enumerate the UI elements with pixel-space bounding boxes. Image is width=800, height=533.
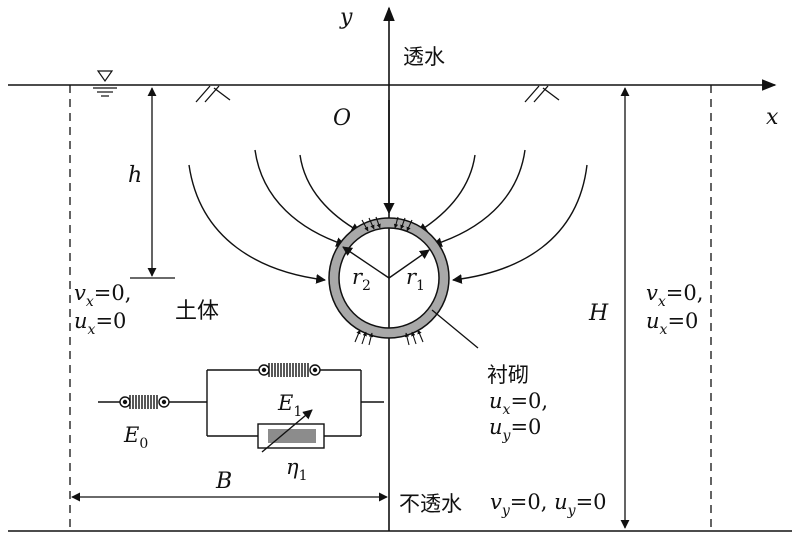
water-table-icon	[93, 70, 117, 97]
h-label: h	[128, 163, 142, 188]
E1-label: E1	[277, 391, 302, 420]
right-bc-line2: ux=0	[646, 309, 698, 338]
bottom-impermeable-label: 不透水	[399, 492, 462, 516]
right-bc-line1: vx=0,	[646, 281, 703, 310]
radius-r2	[342, 246, 390, 279]
radius-r1	[388, 249, 430, 279]
lining-inner-edge	[338, 227, 440, 329]
bottom-bc: vy=0, uy=0	[490, 490, 607, 519]
rheological-model	[98, 363, 384, 453]
lining-bc-line2: uy=0	[489, 415, 541, 444]
lining-inflow-arrows	[354, 216, 424, 346]
lining-outer-edge	[328, 217, 450, 339]
dashpot-eta1	[257, 409, 325, 453]
H-label: H	[588, 301, 609, 326]
origin-label: O	[333, 106, 351, 131]
B-label: B	[215, 469, 232, 494]
top-permeable-label: 透水	[403, 45, 445, 69]
soil-label: 土体	[175, 299, 219, 324]
spring-E1	[258, 363, 321, 377]
spring-E0	[119, 395, 170, 409]
x-axis-label: x	[766, 105, 779, 130]
y-axis-label: y	[339, 5, 353, 30]
r2-label: r2	[352, 265, 371, 294]
ground-hatch-left	[195, 85, 231, 103]
eta1-label: η1	[286, 455, 308, 484]
left-bc-line2: ux=0	[74, 309, 126, 338]
lining-bc-line1: ux=0,	[489, 389, 548, 418]
seepage-flow-lines	[188, 149, 588, 284]
left-bc-line1: vx=0,	[74, 281, 131, 310]
ground-hatch-right	[524, 85, 560, 103]
lining-leader	[431, 309, 479, 349]
E0-label: E0	[123, 423, 148, 452]
tunnel-lining	[329, 218, 449, 338]
r1-label: r1	[406, 265, 425, 294]
lining-label: 衬砌	[487, 363, 529, 387]
